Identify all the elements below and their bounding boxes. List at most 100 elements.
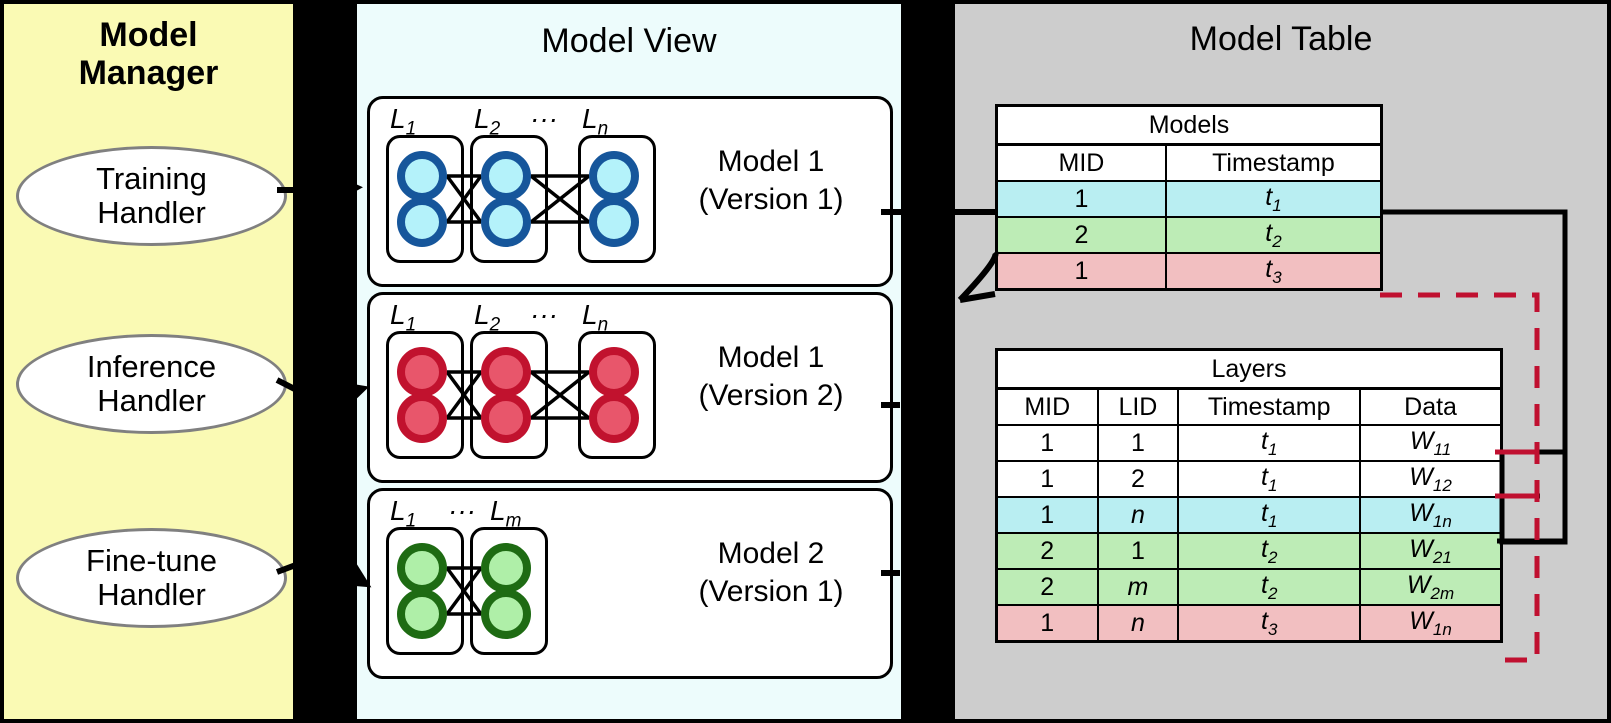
cell-data-1: W11 <box>1359 424 1503 462</box>
cell-data-4: W21 <box>1359 532 1503 570</box>
training-handler-label-line1: Training <box>96 160 207 196</box>
cell-lid-3: n <box>1096 496 1180 534</box>
column-header-data[interactable]: Data <box>1359 387 1503 426</box>
cell-lid-6: n <box>1096 604 1180 643</box>
neuron-1-3-2 <box>589 197 639 247</box>
cell-mid-2: 2 <box>995 216 1167 254</box>
model-card-2-name-line1: Model 1 <box>717 341 825 374</box>
cell-timestamp-2: t1 <box>1177 460 1362 498</box>
model-card-3[interactable]: Model 2 (Version 1) L1···Lm <box>367 488 893 679</box>
model-card-1-name: Model 1 (Version 1) <box>666 143 876 218</box>
cell-mid-4: 2 <box>995 532 1099 570</box>
model-table-title: Model Table <box>1189 20 1373 58</box>
model-card-1-name-line2: (Version 1) <box>698 182 844 216</box>
layer-label-2-2: L2 <box>474 299 501 336</box>
training-handler-node[interactable]: Training Handler <box>16 146 287 246</box>
column-header-timestamp[interactable]: Timestamp <box>1177 387 1362 426</box>
finetune-handler-label-line2: Handler <box>97 577 206 612</box>
model-card-2-name-line2: (Version 2) <box>698 378 844 412</box>
cell-data-5: W2m <box>1359 568 1503 606</box>
cell-timestamp-4: t2 <box>1177 532 1362 570</box>
cell-mid-1: 1 <box>995 424 1099 462</box>
layer-label-1-2: L2 <box>474 103 501 140</box>
cell-timestamp-2: t2 <box>1164 216 1383 254</box>
neuron-2-3-2 <box>589 393 639 443</box>
neuron-1-2-1 <box>481 151 531 201</box>
cell-timestamp-3: t3 <box>1164 252 1383 291</box>
table-caption: Layers <box>996 349 1502 390</box>
layer-label-1-1: L1 <box>390 103 417 140</box>
table-caption: Models <box>996 105 1382 146</box>
neuron-2-3-1 <box>589 347 639 397</box>
column-header-lid[interactable]: LID <box>1096 387 1180 426</box>
model-manager-title: Model Manager <box>4 16 293 92</box>
model-view-title: Model View <box>541 22 717 60</box>
cell-lid-4: 1 <box>1096 532 1180 570</box>
model-card-1[interactable]: Model 1 (Version 1) L1 L2 ··· Ln <box>367 96 893 287</box>
neuron-2-1-1 <box>397 347 447 397</box>
layer-label-1-3: ··· <box>530 103 558 134</box>
column-header-mid[interactable]: MID <box>995 143 1167 182</box>
network-edges-3 <box>445 566 483 616</box>
neuron-1-3-1 <box>589 151 639 201</box>
cell-data-6: W1n <box>1359 604 1503 643</box>
neuron-3-2-2 <box>481 589 531 639</box>
neuron-1-1-2 <box>397 197 447 247</box>
layer-label-1-4: Ln <box>582 103 609 140</box>
inference-handler-label-line1: Inference <box>86 348 217 384</box>
layer-container-1-1[interactable] <box>386 135 464 263</box>
model-card-2-name: Model 1 (Version 2) <box>666 339 876 414</box>
layer-container-3-2[interactable] <box>470 527 548 655</box>
layer-label-2-4: Ln <box>582 299 609 336</box>
cell-timestamp-6: t3 <box>1177 604 1362 643</box>
model-manager-panel: Model Manager Training Handler Inference… <box>4 4 293 719</box>
cell-data-3: W1n <box>1359 496 1503 534</box>
layer-container-3-1[interactable] <box>386 527 464 655</box>
neuron-2-1-2 <box>397 393 447 443</box>
cell-timestamp-1: t1 <box>1164 180 1383 218</box>
model-card-3-name-line1: Model 2 <box>717 537 825 570</box>
layer-container-1-2[interactable] <box>470 135 548 263</box>
cell-lid-1: 1 <box>1096 424 1180 462</box>
cell-mid-1: 1 <box>995 180 1167 218</box>
layer-label-3-1: L1 <box>390 495 417 532</box>
table-caption-row: Layers <box>996 349 1502 390</box>
training-handler-label-line2: Handler <box>97 195 206 230</box>
cell-mid-5: 2 <box>995 568 1099 606</box>
inference-handler-node[interactable]: Inference Handler <box>16 334 287 434</box>
layer-container-1-3[interactable] <box>578 135 656 263</box>
cell-mid-3: 1 <box>995 496 1099 534</box>
layer-label-2-3: ··· <box>530 299 558 330</box>
model-card-3-name: Model 2 (Version 1) <box>666 535 876 610</box>
cell-lid-2: 2 <box>1096 460 1180 498</box>
neuron-1-2-2 <box>481 197 531 247</box>
layer-label-3-2: ··· <box>448 495 476 526</box>
layer-container-2-2[interactable] <box>470 331 548 459</box>
inference-handler-label-line2: Handler <box>97 383 206 418</box>
layer-container-2-3[interactable] <box>578 331 656 459</box>
column-header-mid[interactable]: MID <box>995 387 1099 426</box>
neuron-2-2-2 <box>481 393 531 443</box>
finetune-handler-label-line1: Fine-tune <box>86 542 217 578</box>
cell-data-2: W12 <box>1359 460 1503 498</box>
cell-lid-5: m <box>1096 568 1180 606</box>
column-header-timestamp[interactable]: Timestamp <box>1164 143 1383 182</box>
layer-container-2-1[interactable] <box>386 331 464 459</box>
finetune-handler-node[interactable]: Fine-tune Handler <box>16 528 287 628</box>
